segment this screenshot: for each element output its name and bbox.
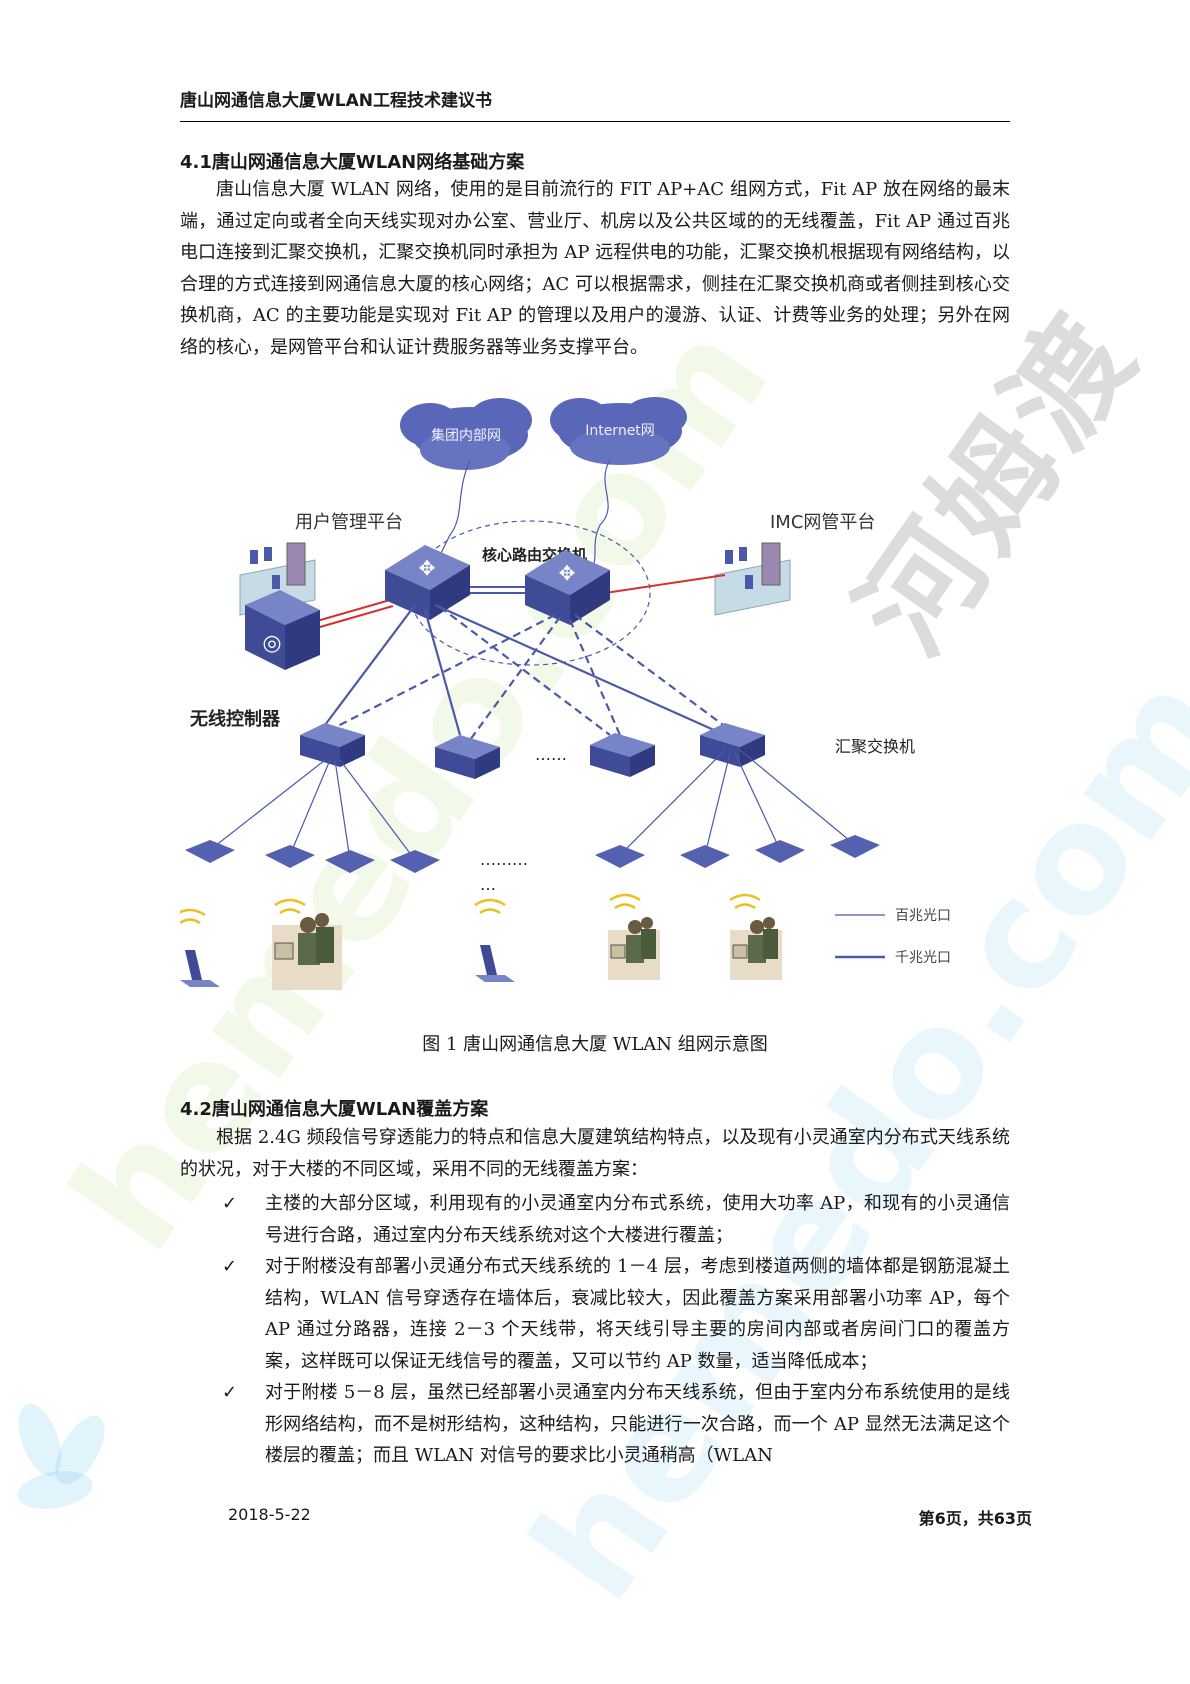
aggregation-switch-icon-1 bbox=[300, 723, 365, 767]
user-workstation-icon-3 bbox=[730, 917, 782, 980]
footer-date: 2018-5-22 bbox=[228, 1505, 311, 1524]
figure-caption: 图 1 唐山网通信息大厦 WLAN 组网示意图 bbox=[422, 1034, 768, 1055]
aggregation-switch-icon-4 bbox=[700, 723, 765, 767]
coverage-bullet-list: ✓主楼的大部分区域，利用现有的小灵通室内分布式系统，使用大功率 AP，和现有的小… bbox=[180, 1188, 1010, 1472]
cloud-icon-intranet bbox=[400, 398, 532, 470]
aggregation-switch-icon-3 bbox=[590, 733, 655, 777]
section-heading-4-2: 4.2唐山网通信息大厦WLAN覆盖方案 bbox=[180, 1099, 489, 1120]
label-imc-platform: IMC网管平台 bbox=[770, 512, 875, 533]
watermark-flower-logo bbox=[17, 1403, 105, 1509]
aggregation-dots: …… bbox=[535, 745, 567, 764]
core-router-icon-left: ✥ bbox=[385, 545, 470, 620]
legend-label-1000m: 千兆光口 bbox=[895, 950, 951, 966]
imc-platform-icon bbox=[714, 542, 791, 616]
wireless-controller-icon: ◎ bbox=[245, 590, 320, 670]
list-item: ✓主楼的大部分区域，利用现有的小灵通室内分布式系统，使用大功率 AP，和现有的小… bbox=[180, 1188, 1010, 1251]
list-item: ✓对于附楼没有部署小灵通分布式天线系统的 1－4 层，考虑到楼道两侧的墙体都是钢… bbox=[180, 1251, 1010, 1377]
legend-label-100m: 百兆光口 bbox=[895, 908, 951, 924]
check-icon: ✓ bbox=[222, 1193, 238, 1214]
label-aggregation-switch: 汇聚交换机 bbox=[835, 737, 915, 756]
section-paragraph-4-1: 唐山信息大厦 WLAN 网络，使用的是目前流行的 FIT AP+AC 组网方式，… bbox=[180, 179, 1010, 358]
cloud-label-internet: Internet网 bbox=[585, 423, 655, 439]
label-wireless-controller: 无线控制器 bbox=[190, 708, 281, 730]
network-diagram: 集团内部网 Internet网 用户管理平台 IMC网管平台 核心路由交换机 bbox=[180, 397, 951, 990]
section-heading-4-1: 4.1唐山网通信息大厦WLAN网络基础方案 bbox=[180, 152, 525, 173]
ap-dots: ……… bbox=[480, 850, 528, 869]
laptop-icon-1 bbox=[180, 950, 220, 987]
check-icon: ✓ bbox=[222, 1382, 238, 1403]
ap-dots-2: … bbox=[480, 875, 496, 894]
cloud-icon-internet bbox=[550, 397, 687, 465]
core-router-icon-right: ✥ bbox=[525, 550, 610, 625]
section-paragraph-4-2: 根据 2.4G 频段信号穿透能力的特点和信息大厦建筑结构特点，以及现有小灵通室内… bbox=[180, 1127, 1010, 1180]
user-workstation-icon-1 bbox=[272, 913, 342, 990]
ap-icon-group bbox=[185, 835, 880, 873]
label-user-platform: 用户管理平台 bbox=[295, 512, 403, 533]
document-header: 唐山网通信息大厦WLAN工程技术建议书 bbox=[180, 86, 1010, 122]
check-icon: ✓ bbox=[222, 1256, 238, 1277]
laptop-icon-2 bbox=[475, 945, 515, 982]
list-item: ✓对于附楼 5－8 层，虽然已经部署小灵通室内分布天线系统，但由于室内分布系统使… bbox=[180, 1377, 1010, 1472]
wifi-signal-icons bbox=[180, 893, 761, 925]
footer-page-number: 第6页，共63页 bbox=[918, 1509, 1032, 1528]
cloud-label-intranet: 集团内部网 bbox=[431, 427, 501, 444]
user-workstation-icon-2 bbox=[608, 917, 660, 980]
svg-text:✥: ✥ bbox=[419, 556, 436, 580]
aggregation-switch-icon-2 bbox=[435, 735, 500, 779]
svg-text:◎: ◎ bbox=[262, 631, 281, 656]
svg-text:✥: ✥ bbox=[559, 561, 576, 585]
